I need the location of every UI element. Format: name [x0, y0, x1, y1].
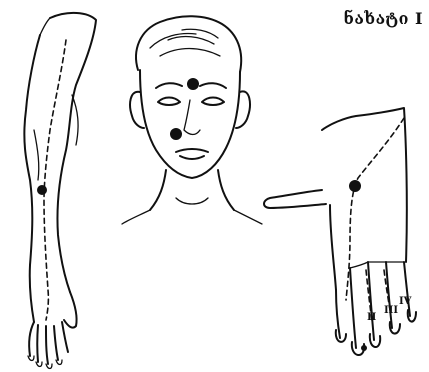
arm-meridian-line [44, 40, 66, 320]
arm-inner-contour [50, 13, 96, 292]
forehead-acupoint [187, 78, 199, 90]
thumb [264, 190, 326, 208]
hand-acupoint [349, 180, 361, 192]
left-eyebrow [156, 83, 182, 88]
hair-strands [150, 29, 220, 56]
digit-label-ring: IV [399, 296, 411, 307]
arm-acupoint [37, 185, 47, 195]
arm-illustration [24, 13, 96, 369]
knuckle-lines [350, 262, 404, 268]
muscle-line [34, 130, 39, 180]
face-illustration [122, 16, 262, 224]
shoulder-line [40, 18, 50, 35]
digit-label-index: II [367, 312, 376, 323]
fingertip-acupoint [361, 345, 367, 351]
digit-label-middle: III [384, 305, 398, 316]
left-eye [158, 98, 180, 106]
mouth [176, 149, 208, 159]
cheek-acupoint [170, 128, 182, 140]
nose [184, 100, 200, 135]
hand-meridian-line [346, 118, 404, 300]
hand-illustration [264, 108, 416, 355]
right-eye [202, 98, 224, 106]
right-eyebrow [200, 83, 226, 88]
collar-lines [122, 198, 262, 224]
hand-palm-contour [322, 108, 407, 290]
hair-outline [136, 16, 241, 72]
wrist-and-hand [29, 292, 76, 364]
figure-caption: ნახატი I [344, 9, 423, 28]
